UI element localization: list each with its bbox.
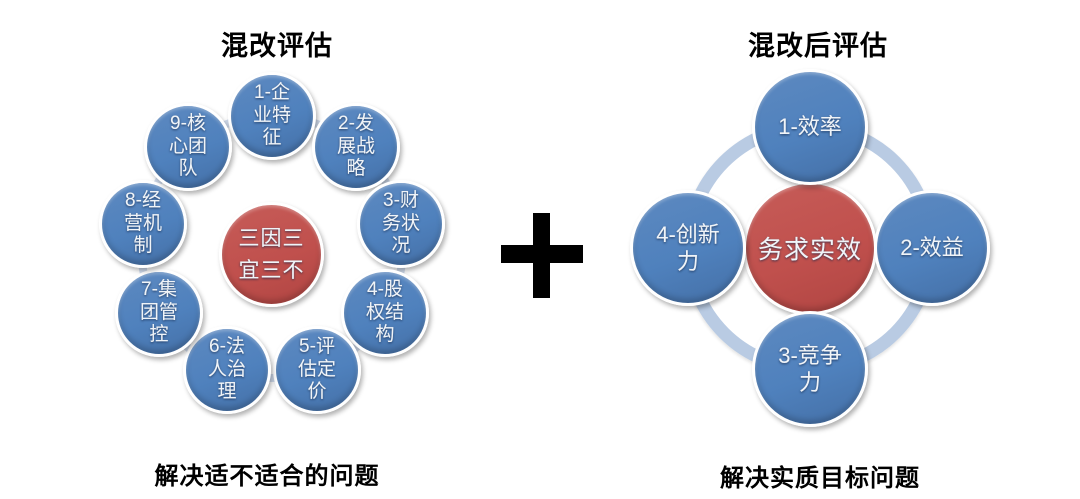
left-node-1-label: 1-企业特征 <box>252 82 291 149</box>
right-node-4-label: 4-创新力 <box>656 221 720 275</box>
right-diagram-caption: 解决实质目标问题 <box>720 465 920 492</box>
left-node-7-label: 7-集团管控 <box>139 279 178 346</box>
left-node-1: 1-企业特征 <box>228 72 316 160</box>
right-center-label: 务求实效 <box>757 236 862 264</box>
left-node-5-label: 5-评估定价 <box>297 336 336 403</box>
left-center-label: 三因三宜三不 <box>238 227 305 282</box>
left-center-node: 三因三宜三不 <box>219 202 324 307</box>
left-node-4-label: 4-股权结构 <box>365 279 404 346</box>
right-node-4: 4-创新力 <box>630 190 746 306</box>
left-node-7: 7-集团管控 <box>115 269 203 357</box>
left-node-6: 6-法人治理 <box>183 326 271 414</box>
right-node-3-label: 3-竞争力 <box>778 342 842 396</box>
left-node-3-label: 3-财务状况 <box>381 190 420 257</box>
right-center-node: 务求实效 <box>743 181 877 315</box>
left-node-9-label: 9-核心团队 <box>168 113 207 180</box>
left-node-2-label: 2-发展战略 <box>336 113 375 180</box>
right-node-1-label: 1-效率 <box>778 114 842 140</box>
left-diagram-caption: 解决适不适合的问题 <box>154 463 380 490</box>
left-node-4: 4-股权结构 <box>341 269 429 357</box>
right-node-3: 3-竞争力 <box>752 311 868 427</box>
left-node-6-label: 6-法人治理 <box>207 336 246 403</box>
right-diagram-title: 混改后评估 <box>748 31 888 61</box>
left-diagram-title: 混改评估 <box>221 31 333 61</box>
right-node-2-label: 2-效益 <box>900 235 964 261</box>
left-node-2: 2-发展战略 <box>312 103 400 191</box>
left-node-5: 5-评估定价 <box>273 326 361 414</box>
left-node-9: 9-核心团队 <box>144 103 232 191</box>
left-node-8-label: 8-经营机制 <box>123 190 162 257</box>
left-node-8: 8-经营机制 <box>99 180 187 268</box>
right-node-2: 2-效益 <box>874 190 990 306</box>
left-node-3: 3-财务状况 <box>357 180 445 268</box>
right-node-1: 1-效率 <box>752 69 868 185</box>
